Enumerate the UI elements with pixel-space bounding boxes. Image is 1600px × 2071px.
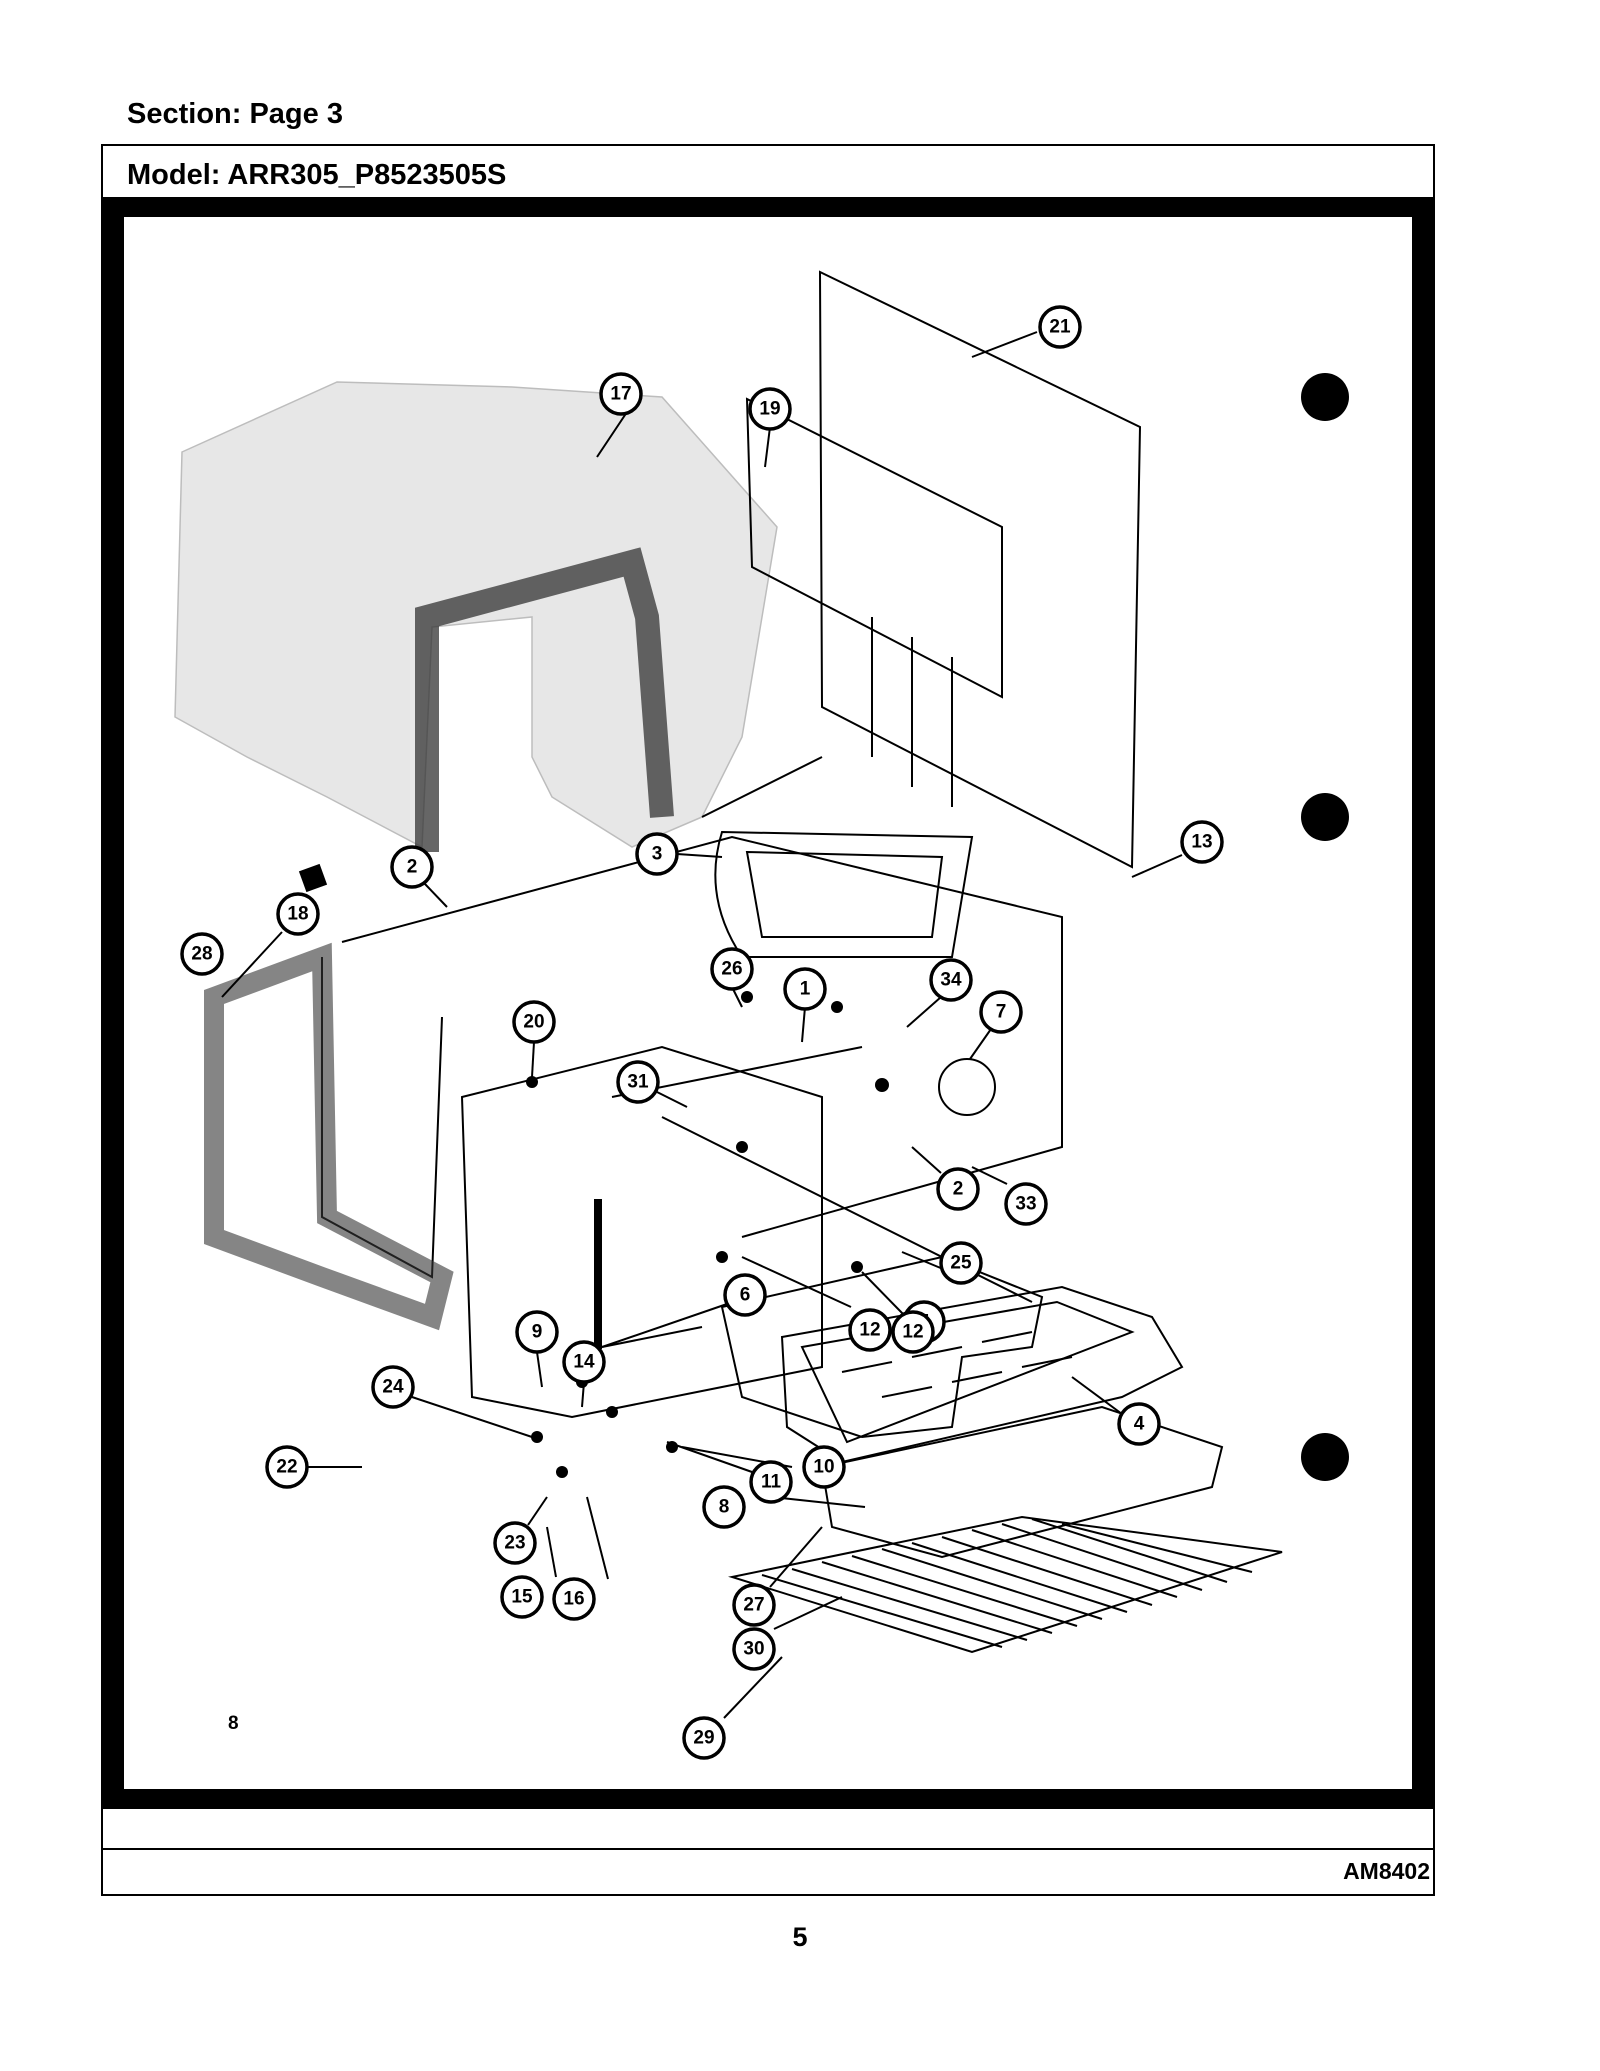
svg-text:24: 24 xyxy=(382,1377,404,1398)
svg-text:18: 18 xyxy=(287,904,308,925)
binder-hole-bottom xyxy=(1301,1433,1349,1481)
svg-text:13: 13 xyxy=(1191,832,1212,853)
scan-paper xyxy=(124,217,1412,1789)
svg-text:15: 15 xyxy=(511,1587,533,1608)
callout-27: 27 xyxy=(732,1583,776,1627)
callout-19: 19 xyxy=(748,387,792,431)
binder-hole-top xyxy=(1301,373,1349,421)
callout-2a: 2 xyxy=(390,845,434,889)
svg-text:28: 28 xyxy=(191,944,212,965)
svg-text:10: 10 xyxy=(813,1457,834,1478)
svg-text:8: 8 xyxy=(719,1497,730,1518)
page-number: 5 xyxy=(792,1922,808,1952)
callout-15: 15 xyxy=(500,1575,544,1619)
svg-text:25: 25 xyxy=(950,1253,972,1274)
callout-16: 16 xyxy=(552,1577,596,1621)
svg-text:12: 12 xyxy=(859,1320,880,1341)
svg-text:11: 11 xyxy=(761,1472,782,1493)
callout-17: 17 xyxy=(599,372,643,416)
callout-12a: 12 xyxy=(848,1308,892,1352)
svg-text:12: 12 xyxy=(902,1322,923,1343)
binder-hole-middle xyxy=(1301,793,1349,841)
svg-text:16: 16 xyxy=(563,1589,584,1610)
thermostat-knob xyxy=(938,1058,996,1116)
callout-18: 18 xyxy=(276,892,320,936)
callout-28: 28 xyxy=(180,932,224,976)
callout-1: 1 xyxy=(783,967,827,1011)
svg-text:31: 31 xyxy=(627,1072,649,1093)
callout-10: 10 xyxy=(802,1445,846,1489)
exploded-parts-diagram: 17 19 21 13 3 2 18 28 26 1 34 7 20 31 2 … xyxy=(102,197,1434,1807)
callout-11: 11 xyxy=(749,1460,793,1504)
svg-text:34: 34 xyxy=(940,970,962,991)
callout-29: 29 xyxy=(682,1716,726,1760)
svg-text:1: 1 xyxy=(800,979,811,1000)
callout-26: 26 xyxy=(710,947,754,991)
svg-text:30: 30 xyxy=(743,1639,764,1660)
corner-number: 8 xyxy=(228,1713,239,1734)
callout-21: 21 xyxy=(1038,305,1082,349)
svg-text:20: 20 xyxy=(523,1012,544,1033)
svg-text:23: 23 xyxy=(504,1533,525,1554)
svg-text:7: 7 xyxy=(996,1002,1007,1023)
callout-33: 33 xyxy=(1004,1182,1048,1226)
svg-text:14: 14 xyxy=(573,1352,595,1373)
svg-text:2: 2 xyxy=(407,857,418,878)
callout-34: 34 xyxy=(929,958,973,1002)
svg-text:19: 19 xyxy=(759,399,780,420)
callout-30: 30 xyxy=(732,1627,776,1671)
footer-divider xyxy=(101,1807,1435,1809)
footer-divider-2 xyxy=(101,1848,1435,1850)
svg-text:3: 3 xyxy=(652,844,663,865)
callout-14: 14 xyxy=(562,1340,606,1384)
callout-25: 25 xyxy=(939,1241,983,1285)
callout-6a: 6 xyxy=(723,1273,767,1317)
callout-22: 22 xyxy=(265,1445,309,1489)
section-title: Section: Page 3 xyxy=(127,98,343,130)
svg-text:2: 2 xyxy=(953,1179,964,1200)
svg-text:27: 27 xyxy=(743,1595,764,1616)
callout-31: 31 xyxy=(616,1060,660,1104)
callout-23: 23 xyxy=(493,1521,537,1565)
svg-text:6: 6 xyxy=(740,1285,751,1306)
svg-text:17: 17 xyxy=(610,384,631,405)
svg-text:9: 9 xyxy=(532,1322,543,1343)
callout-7: 7 xyxy=(979,990,1023,1034)
callout-3: 3 xyxy=(635,832,679,876)
callout-8: 8 xyxy=(702,1485,746,1529)
callout-2b: 2 xyxy=(936,1167,980,1211)
model-title: Model: ARR305_P8523505S xyxy=(127,159,507,191)
svg-text:29: 29 xyxy=(693,1728,714,1749)
svg-text:21: 21 xyxy=(1049,317,1071,338)
callout-13: 13 xyxy=(1180,820,1224,864)
document-code: AM8402 xyxy=(1343,1858,1430,1884)
svg-text:26: 26 xyxy=(721,959,742,980)
svg-text:4: 4 xyxy=(1134,1414,1145,1435)
callout-4: 4 xyxy=(1117,1402,1161,1446)
callout-20: 20 xyxy=(512,1000,556,1044)
svg-text:22: 22 xyxy=(276,1457,297,1478)
callout-9: 9 xyxy=(515,1310,559,1354)
callout-12b: 12 xyxy=(891,1310,935,1354)
svg-text:33: 33 xyxy=(1015,1194,1036,1215)
callout-24: 24 xyxy=(371,1365,415,1409)
